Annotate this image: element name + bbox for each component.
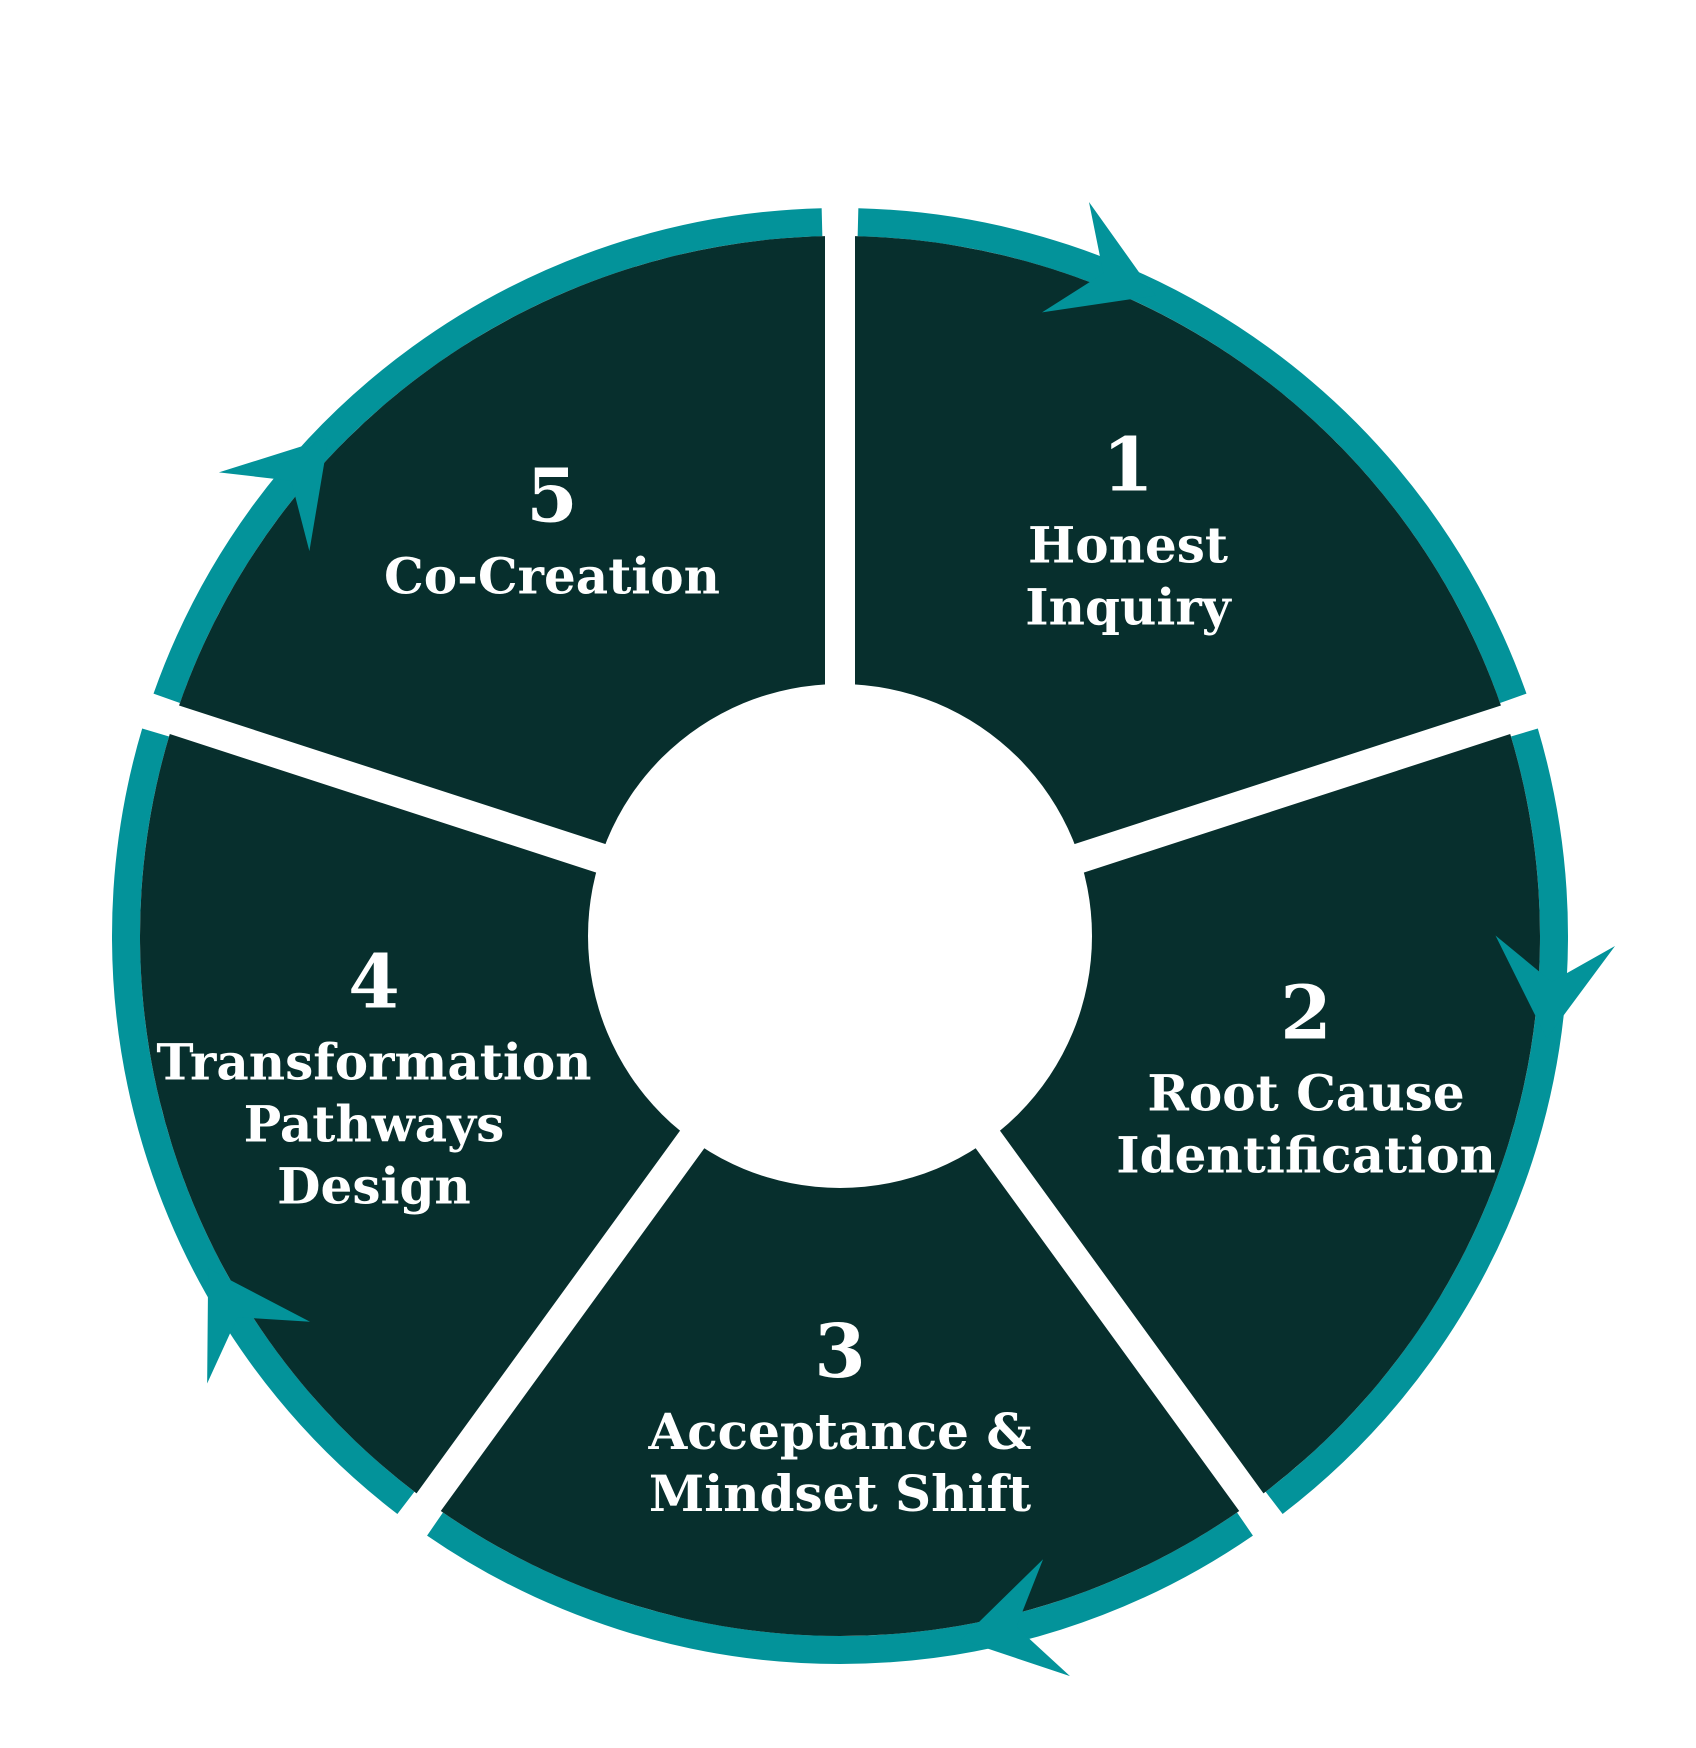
step-label: Mindset Shift [649, 1464, 1031, 1523]
segment-2 [988, 734, 1541, 1494]
step-label: Identification [1116, 1125, 1496, 1184]
center-hole [588, 684, 1092, 1188]
step-label: Root Cause [1147, 1063, 1464, 1122]
step-number: 2 [1280, 970, 1332, 1056]
segments [139, 236, 1541, 1636]
step-label: Honest [1028, 516, 1228, 575]
step-label: Co-Creation [384, 547, 720, 606]
ring-arc [427, 1512, 1253, 1664]
step-label: Inquiry [1025, 578, 1232, 637]
step-label: Design [277, 1156, 471, 1215]
step-number: 3 [814, 1309, 866, 1395]
flow-arrows [207, 202, 1616, 1677]
step-number: 5 [526, 454, 578, 540]
outer-ring [112, 208, 1568, 1664]
step-label: Transformation [156, 1032, 591, 1091]
arrowhead-icon [1495, 935, 1616, 1039]
arrowhead-icon [207, 1268, 311, 1384]
ring-arc [153, 208, 823, 703]
segment-5 [179, 236, 825, 851]
segment-4 [139, 734, 692, 1494]
ring-arc [112, 728, 415, 1514]
ring-arc [1265, 728, 1568, 1514]
ring-arc [857, 208, 1527, 703]
arrowhead-icon [1042, 202, 1156, 313]
arrowhead-icon [218, 437, 329, 552]
step-label: Pathways [244, 1094, 505, 1153]
arrowhead-icon [961, 1559, 1070, 1677]
segment-1 [855, 236, 1501, 851]
step-number: 1 [1102, 423, 1154, 509]
step-number: 4 [348, 939, 400, 1025]
segment-3 [440, 1132, 1240, 1636]
step-label: Acceptance & [647, 1402, 1031, 1461]
